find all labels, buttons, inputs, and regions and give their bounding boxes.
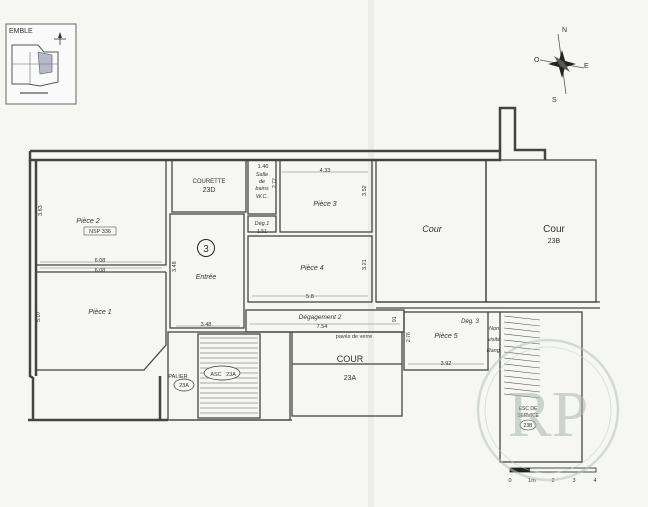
- entree-dim-side: 3.48: [172, 261, 178, 272]
- service-stair-tread: [503, 351, 541, 357]
- scale-label-4: 4: [593, 478, 596, 484]
- piece5-label: Pièce 5: [434, 333, 457, 340]
- piece3-dim-side: 3.52: [362, 185, 368, 196]
- piece2-dim-side: 3.63: [38, 205, 44, 216]
- piece2-tag: NSP 336: [89, 229, 111, 235]
- sdb-line2: de: [259, 179, 265, 185]
- sdb-dim-side: 2.72: [272, 178, 278, 188]
- service-stair-tread: [503, 363, 541, 369]
- service-stair-tread: [503, 393, 541, 399]
- service-stair-tread: [503, 345, 541, 351]
- key-plan-title: EMBLE: [9, 28, 33, 35]
- piece1-label: Pièce 1: [88, 309, 111, 316]
- service-stair-tread: [503, 375, 541, 381]
- entree-dim-bottom: 3.48: [201, 322, 212, 328]
- paper-fold: [368, 0, 374, 507]
- entree-number: 3: [203, 244, 209, 255]
- scale-label-0: 0: [508, 478, 511, 484]
- piece5-dim-side: 2.76: [406, 332, 412, 342]
- service-stair-tread: [503, 333, 541, 339]
- dimension-lines: [40, 171, 484, 365]
- service-stair-tread: [503, 387, 541, 393]
- piece2-dim-bottom: 6.08: [95, 268, 106, 274]
- cour23a-label: COUR: [337, 354, 364, 364]
- service-code-badge: [519, 419, 537, 431]
- piece3-label: Pièce 3: [313, 201, 336, 208]
- service-line2: SERVICE: [517, 413, 540, 419]
- service-stair-tread: [503, 381, 541, 387]
- compass-e: E: [584, 63, 589, 70]
- piece2-tag-box: [83, 226, 117, 236]
- sdb-line1: Salle: [256, 172, 268, 178]
- service-line1: ESC DE: [519, 406, 538, 412]
- piece4-dim-bottom: 5.8: [306, 294, 314, 300]
- degagement2-dim: 7.54: [317, 324, 328, 330]
- compass-o: O: [534, 57, 540, 64]
- side-note-2: visité: [488, 337, 501, 343]
- service-stair-tread: [503, 369, 541, 375]
- deg1-label: Dég.1: [255, 221, 270, 227]
- side-note-1: Non: [489, 326, 499, 332]
- deg3-label: Dég. 3: [461, 319, 479, 325]
- piece2-dim-top: 6.08: [95, 258, 106, 264]
- palier-label: PALIER: [168, 374, 187, 380]
- compass-s: S: [552, 97, 557, 104]
- service-code: 23B: [524, 423, 534, 429]
- scale-label-3: 3: [572, 478, 575, 484]
- service-stair-tread: [503, 357, 541, 363]
- asc-label: ASC: [210, 372, 221, 378]
- asc-code: 23A: [226, 372, 236, 378]
- cour23b-label: Cour: [543, 224, 565, 235]
- cour23b-code: 23B: [548, 238, 561, 245]
- palier-code: 23A: [179, 383, 189, 389]
- palier-code-badge: [173, 378, 195, 392]
- service-stair-treads: [503, 315, 541, 399]
- sdb-line3: bains: [255, 186, 268, 192]
- rp-watermark-logo: RP: [476, 338, 620, 482]
- piece3-dim-top: 4.33: [320, 168, 331, 174]
- degagement2-dim-side: 91: [392, 316, 398, 322]
- scale-label-1: 1m: [528, 478, 536, 484]
- compass-n: N: [562, 27, 567, 34]
- entree-label: Entrée: [196, 274, 217, 281]
- sdb-dim-top: 1.46: [258, 164, 269, 170]
- compass-rose-icon: N S E O: [534, 27, 589, 104]
- key-plan-highlight: [37, 51, 53, 75]
- key-plan: EMBLE: [5, 23, 77, 105]
- degagement2-label: Dégagement 2: [299, 314, 342, 321]
- key-plan-outline: [11, 44, 59, 87]
- sdb-line4: W.C.: [256, 194, 268, 200]
- rp-watermark-text: RP: [508, 378, 589, 451]
- service-stair-tread: [503, 321, 541, 327]
- side-note-3: Rang.: [487, 348, 502, 354]
- piece2-label: Pièce 2: [76, 218, 99, 225]
- service-stair-tread: [503, 315, 541, 321]
- piece1-dim-side: 5.07: [36, 311, 42, 322]
- service-stair-tread: [503, 327, 541, 333]
- piece4-dim-side: 3.21: [362, 259, 368, 270]
- piece4-label: Pièce 4: [300, 265, 323, 272]
- courette-code: 23D: [203, 187, 216, 194]
- cour-main-label: Cour: [422, 224, 443, 234]
- key-plan-north-icon: [54, 32, 66, 45]
- piece5-dim-bottom: 3.92: [441, 361, 452, 367]
- asc-badge: [203, 365, 241, 381]
- cour23a-code: 23A: [344, 375, 357, 382]
- deg1-dim: 1.51: [257, 229, 267, 235]
- degagement2-note: pavés de verre: [336, 334, 372, 340]
- interior-walls: [35, 159, 600, 463]
- courette-label: COURETTE: [193, 179, 226, 185]
- entree-number-circle: [197, 239, 215, 257]
- room-labels: Pièce 2 NSP 336 6.08 6.08 3.63 Pièce 1 5…: [36, 164, 566, 431]
- service-stair-tread: [503, 339, 541, 345]
